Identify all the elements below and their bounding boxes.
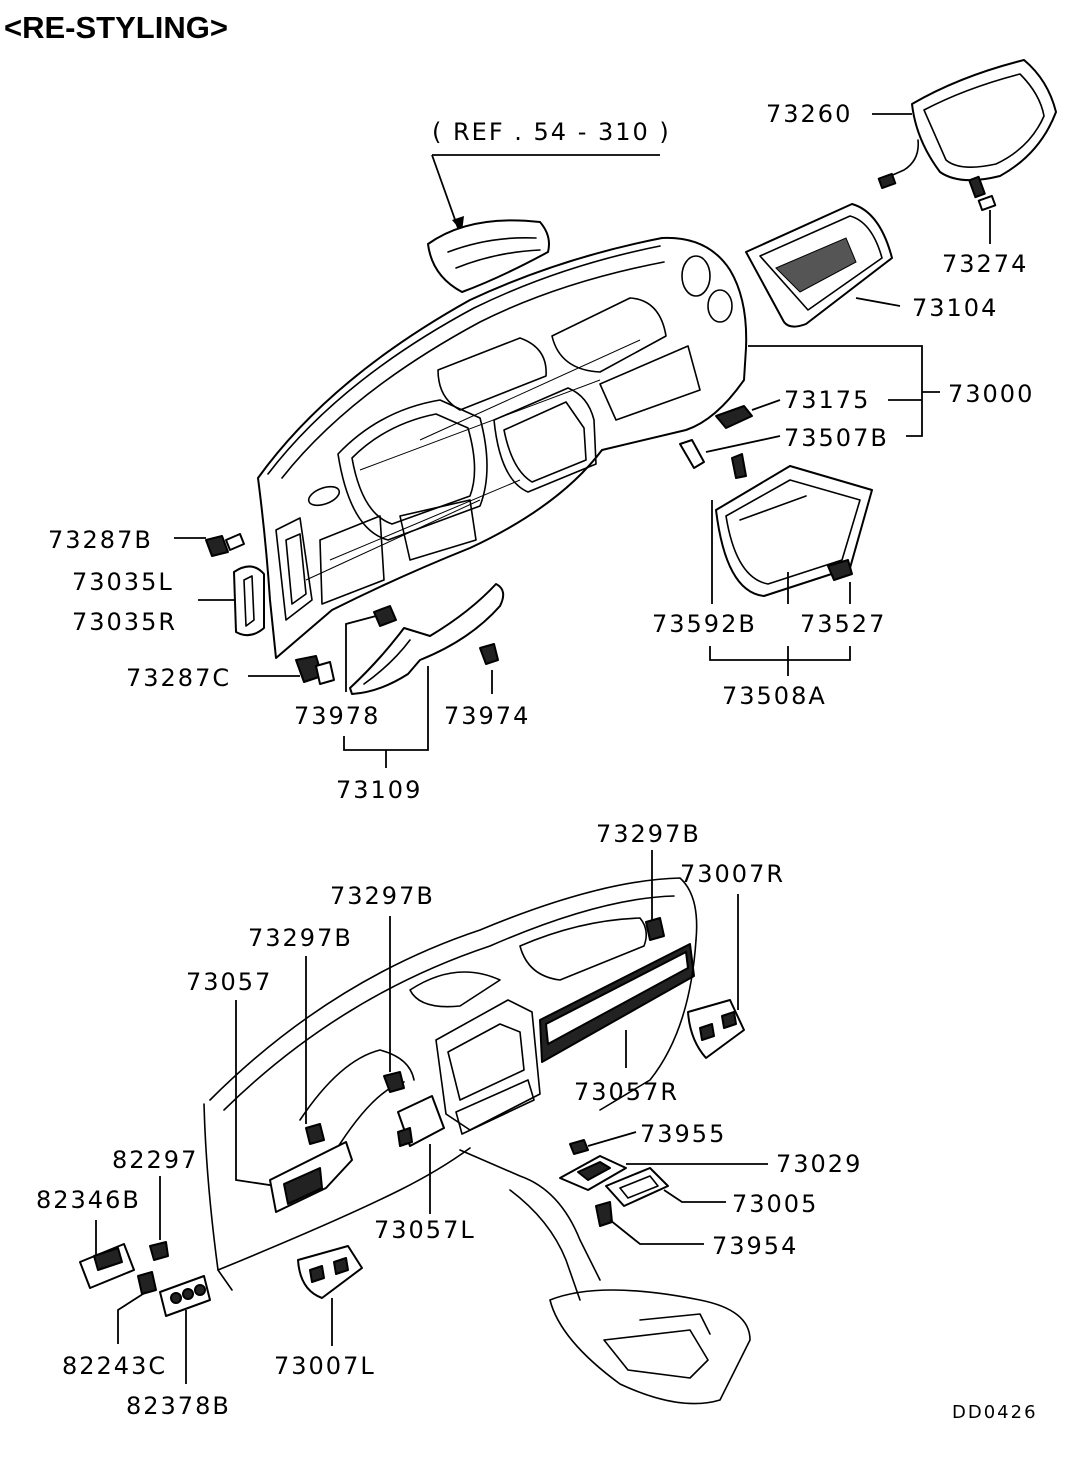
label-73029: 73029 <box>776 1150 862 1178</box>
label-73005: 73005 <box>732 1190 818 1218</box>
part-73260-airbag <box>877 59 1057 190</box>
label-73175: 73175 <box>784 386 870 414</box>
label-82346B: 82346B <box>36 1186 141 1214</box>
label-82297: 82297 <box>112 1146 198 1174</box>
label-73035R: 73035R <box>72 608 177 636</box>
part-73955 <box>569 1139 589 1155</box>
page-title: <RE-STYLING> <box>4 10 228 45</box>
label-73527: 73527 <box>800 610 886 638</box>
instrument-panel-73000 <box>257 236 748 659</box>
label-73057L: 73057L <box>374 1216 476 1244</box>
leader-73954 <box>609 1219 704 1245</box>
part-73287C-clip <box>295 655 335 685</box>
label-73297B-top: 73297B <box>596 820 701 848</box>
defroster-grille-ref-part <box>427 219 550 293</box>
leader-82243C <box>117 1291 147 1344</box>
label-73508A: 73508A <box>722 682 827 710</box>
part-82346B <box>79 1243 135 1289</box>
leader-73507B <box>705 435 781 453</box>
diagram-code: DD0426 <box>952 1402 1038 1423</box>
part-73175 <box>715 405 753 429</box>
part-82243C <box>137 1271 157 1295</box>
label-73297B-middle: 73297B <box>330 882 435 910</box>
part-73297B-top-screw <box>645 917 665 941</box>
part-73007R <box>687 999 745 1059</box>
label-73955: 73955 <box>640 1120 726 1148</box>
leader-73978 <box>345 615 377 692</box>
leader-73057 <box>235 1000 277 1187</box>
label-73287C: 73287C <box>126 664 231 692</box>
bracket-73000 <box>748 345 923 437</box>
label-73978: 73978 <box>294 702 380 730</box>
part-82378B-switch-panel <box>159 1275 211 1317</box>
label-73274: 73274 <box>942 250 1028 278</box>
leader-73005 <box>663 1189 726 1203</box>
part-73507B <box>679 439 705 469</box>
part-73005 <box>605 1167 669 1207</box>
part-73274-clip <box>968 175 997 212</box>
part-73007L <box>297 1245 363 1299</box>
label-73007L: 73007L <box>274 1352 376 1380</box>
lower-dashboard-outline <box>203 877 751 1405</box>
part-73978-clip <box>373 605 397 627</box>
part-73592B-screw <box>731 453 747 479</box>
label-82243C: 82243C <box>62 1352 167 1380</box>
bracket-73508A <box>709 646 851 661</box>
label-73057R: 73057R <box>574 1078 679 1106</box>
label-73260: 73260 <box>766 100 852 128</box>
label-73287B: 73287B <box>48 526 153 554</box>
label-73974: 73974 <box>444 702 530 730</box>
label-73104: 73104 <box>912 294 998 322</box>
part-73287B-clip <box>205 533 245 557</box>
part-73527-latch <box>827 559 853 581</box>
label-73954: 73954 <box>712 1232 798 1260</box>
part-73297B-middle-screw <box>383 1071 405 1093</box>
part-73035-side-cover <box>233 565 265 637</box>
label-73592B: 73592B <box>652 610 757 638</box>
label-73057: 73057 <box>186 968 272 996</box>
part-73954-screw <box>595 1201 613 1227</box>
reference-leader <box>431 154 459 229</box>
label-73000: 73000 <box>948 380 1034 408</box>
label-73507B: 73507B <box>784 424 889 452</box>
label-73035L: 73035L <box>72 568 174 596</box>
leader-73955 <box>587 1131 637 1147</box>
leader-73104 <box>855 297 901 307</box>
reference-note: ( REF . 54 - 310 ) <box>432 118 671 146</box>
label-73007R: 73007R <box>680 860 785 888</box>
part-73029 <box>559 1155 627 1191</box>
part-73057-left-panel <box>269 1141 353 1213</box>
part-73057L <box>397 1095 445 1147</box>
part-73974-screw <box>479 643 499 665</box>
label-73109: 73109 <box>336 776 422 804</box>
part-82297 <box>149 1241 169 1261</box>
leader-73175 <box>751 399 781 411</box>
part-73104-upper-glovebox <box>745 203 893 328</box>
label-73297B-left: 73297B <box>248 924 353 952</box>
part-73109-lower-cover <box>349 583 505 695</box>
part-73297B-left-screw <box>305 1123 325 1145</box>
label-82378B: 82378B <box>126 1392 231 1420</box>
part-73508A-glovebox <box>715 465 873 597</box>
